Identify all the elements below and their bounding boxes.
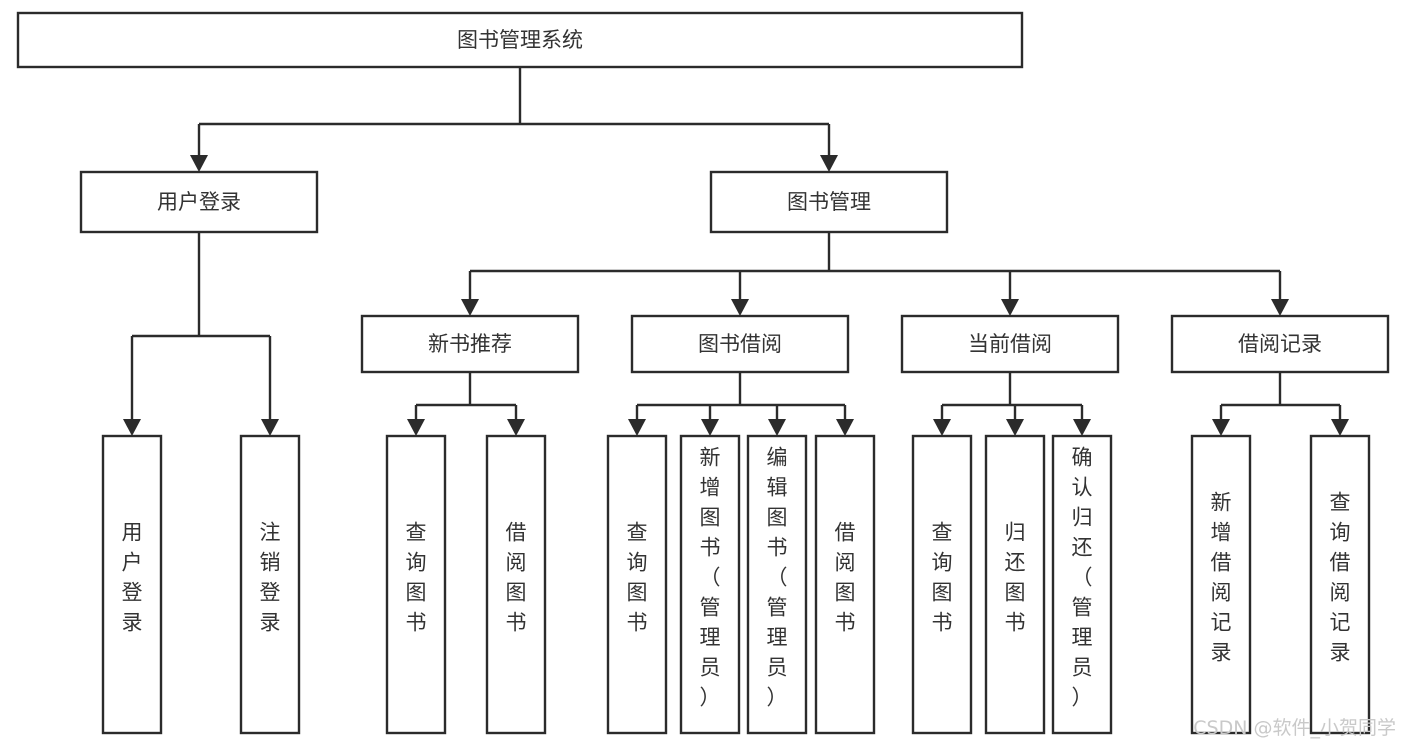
arrow-head-icon — [1212, 419, 1230, 436]
connector-group-borrow-record-to-leaves — [1212, 372, 1349, 436]
node-box[interactable] — [360, 314, 580, 374]
arrow-head-icon — [836, 419, 854, 436]
node-label: 借阅图书 — [506, 521, 527, 635]
node-label: 查询图书 — [406, 521, 427, 635]
node-book-borrow[interactable]: 图书借阅 — [630, 314, 850, 374]
node-box[interactable] — [1309, 434, 1371, 735]
node-label: 用户登录 — [157, 190, 241, 214]
connector-layer — [123, 67, 1349, 436]
node-layer: 图书管理系统用户登录图书管理新书推荐图书借阅当前借阅借阅记录用户登录注销登录查询… — [16, 11, 1390, 735]
node-box[interactable] — [385, 434, 447, 735]
node-label: 查询借阅记录 — [1330, 491, 1351, 665]
node-new-book-rec[interactable]: 新书推荐 — [360, 314, 580, 374]
arrow-head-icon — [261, 419, 279, 436]
node-box[interactable] — [709, 170, 949, 234]
arrow-head-icon — [628, 419, 646, 436]
node-leaf-edit-book[interactable]: 编辑图书（管理员） — [746, 434, 808, 735]
node-label: 查询图书 — [932, 521, 953, 635]
node-box[interactable] — [900, 314, 1120, 374]
node-label: 注销登录 — [260, 521, 281, 635]
node-leaf-add-record[interactable]: 新增借阅记录 — [1190, 434, 1252, 735]
connector-group-book-manage-to-level3 — [461, 232, 1289, 316]
arrow-head-icon — [933, 419, 951, 436]
node-leaf-add-book[interactable]: 新增图书（管理员） — [679, 434, 741, 735]
node-box[interactable] — [814, 434, 876, 735]
node-box[interactable] — [630, 314, 850, 374]
node-leaf-user-login[interactable]: 用户登录 — [101, 434, 163, 735]
connector-group-new-book-rec-to-leaves — [407, 372, 525, 436]
node-label: 图书管理 — [787, 190, 871, 214]
arrow-head-icon — [701, 419, 719, 436]
arrow-head-icon — [731, 299, 749, 316]
node-borrow-record[interactable]: 借阅记录 — [1170, 314, 1390, 374]
arrow-head-icon — [190, 155, 208, 172]
node-leaf-logout[interactable]: 注销登录 — [239, 434, 301, 735]
watermark-layer: CSDN @软件_小贺同学 — [1193, 717, 1396, 739]
node-label: 查询图书 — [627, 521, 648, 635]
arrow-head-icon — [123, 419, 141, 436]
node-box[interactable] — [746, 434, 808, 735]
node-label: 图书借阅 — [698, 332, 782, 356]
arrow-head-icon — [507, 419, 525, 436]
arrow-head-icon — [407, 419, 425, 436]
node-box[interactable] — [911, 434, 973, 735]
node-label: 编辑图书（管理员） — [767, 446, 788, 710]
node-leaf-confirm-return[interactable]: 确认归还（管理员） — [1051, 434, 1113, 735]
node-box[interactable] — [606, 434, 668, 735]
arrow-head-icon — [820, 155, 838, 172]
node-box[interactable] — [16, 11, 1024, 69]
node-current-borrow[interactable]: 当前借阅 — [900, 314, 1120, 374]
connector-group-user-login-to-leaves — [123, 232, 279, 436]
node-box[interactable] — [1170, 314, 1390, 374]
arrow-head-icon — [768, 419, 786, 436]
node-label: 新书推荐 — [428, 332, 512, 356]
connector-group-current-borrow-to-leaves — [933, 372, 1091, 436]
connector-group-book-borrow-to-leaves — [628, 372, 854, 436]
node-leaf-borrow-book-1[interactable]: 借阅图书 — [485, 434, 547, 735]
node-leaf-query-book-2[interactable]: 查询图书 — [606, 434, 668, 735]
node-box[interactable] — [984, 434, 1046, 735]
node-label: 新增图书（管理员） — [700, 446, 721, 710]
node-box[interactable] — [101, 434, 163, 735]
node-label: 新增借阅记录 — [1211, 491, 1232, 665]
node-leaf-query-record[interactable]: 查询借阅记录 — [1309, 434, 1371, 735]
node-box[interactable] — [485, 434, 547, 735]
arrow-head-icon — [1006, 419, 1024, 436]
node-leaf-query-book-3[interactable]: 查询图书 — [911, 434, 973, 735]
node-label: 借阅记录 — [1238, 332, 1322, 356]
node-box[interactable] — [679, 434, 741, 735]
node-box[interactable] — [239, 434, 301, 735]
arrow-head-icon — [1331, 419, 1349, 436]
node-box[interactable] — [79, 170, 319, 234]
node-leaf-return-book[interactable]: 归还图书 — [984, 434, 1046, 735]
node-root[interactable]: 图书管理系统 — [16, 11, 1024, 69]
node-label: 图书管理系统 — [457, 28, 583, 52]
node-label: 确认归还（管理员） — [1072, 446, 1093, 710]
node-label: 归还图书 — [1005, 521, 1026, 635]
arrow-head-icon — [1001, 299, 1019, 316]
connector-group-root-to-level2 — [190, 67, 838, 172]
csdn-watermark: CSDN @软件_小贺同学 — [1193, 717, 1396, 739]
node-label: 借阅图书 — [835, 521, 856, 635]
node-label: 用户登录 — [122, 521, 143, 635]
arrow-head-icon — [461, 299, 479, 316]
node-book-manage[interactable]: 图书管理 — [709, 170, 949, 234]
arrow-head-icon — [1073, 419, 1091, 436]
node-box[interactable] — [1051, 434, 1113, 735]
arrow-head-icon — [1271, 299, 1289, 316]
node-leaf-query-book-1[interactable]: 查询图书 — [385, 434, 447, 735]
node-box[interactable] — [1190, 434, 1252, 735]
node-leaf-borrow-book-2[interactable]: 借阅图书 — [814, 434, 876, 735]
node-label: 当前借阅 — [968, 332, 1052, 356]
node-user-login[interactable]: 用户登录 — [79, 170, 319, 234]
